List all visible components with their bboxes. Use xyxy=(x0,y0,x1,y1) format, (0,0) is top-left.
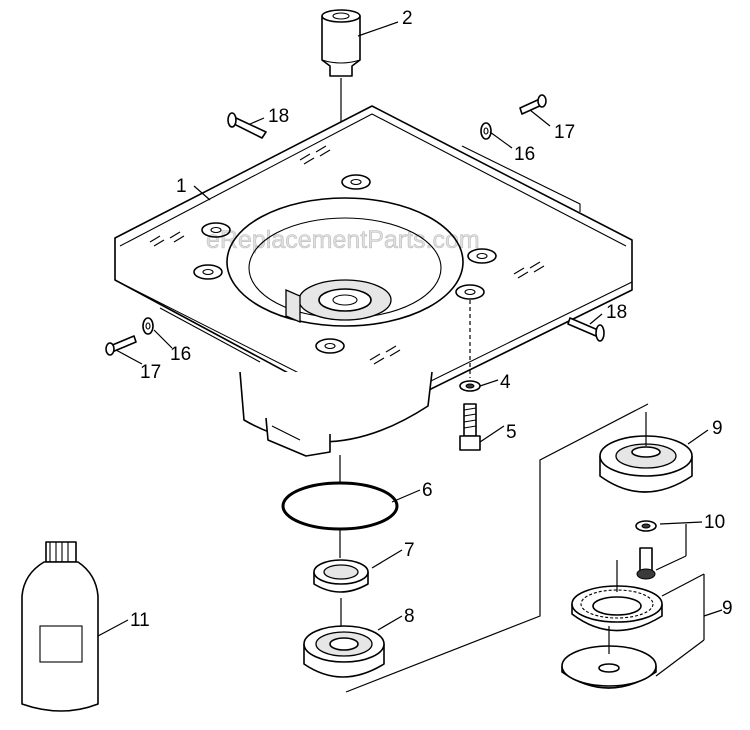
part-11-oil-bottle xyxy=(21,541,99,712)
part-17-screw-left xyxy=(105,335,137,356)
callout-6: 6 xyxy=(422,480,433,501)
callout-2: 2 xyxy=(402,8,413,29)
callout-16-top: 16 xyxy=(514,144,535,165)
callout-18-right: 18 xyxy=(606,302,627,323)
part-9-bearing-set xyxy=(561,560,663,689)
callout-11: 11 xyxy=(130,610,150,631)
callout-4: 4 xyxy=(500,372,511,393)
callout-16-left: 16 xyxy=(170,344,191,365)
part-10-washer xyxy=(635,520,657,532)
callout-17-top: 17 xyxy=(554,122,575,143)
part-8-bearing xyxy=(303,598,385,678)
callout-18-top: 18 xyxy=(268,106,289,127)
part-4-washer xyxy=(459,380,481,392)
callout-10: 10 xyxy=(704,512,725,533)
callout-8: 8 xyxy=(404,606,415,627)
part-7-seal xyxy=(313,559,369,593)
part-17-screw-top xyxy=(519,94,547,115)
part-9-pulley xyxy=(599,412,693,493)
callout-labels: 2 1 18 17 16 18 16 17 4 5 6 7 8 9 10 9 1… xyxy=(130,8,733,631)
part-16-washer-top xyxy=(480,122,492,140)
part-16-washer-left xyxy=(142,317,154,335)
callout-9-top: 9 xyxy=(712,418,723,439)
callout-7: 7 xyxy=(404,540,415,561)
callout-1: 1 xyxy=(176,176,187,197)
callout-9-bottom: 9 xyxy=(722,598,733,619)
watermark-text: eReplacementParts.com xyxy=(206,226,480,254)
leader-lines xyxy=(97,21,723,677)
part-10-screw xyxy=(636,547,656,580)
part-6-o-ring xyxy=(281,455,399,558)
callout-5: 5 xyxy=(506,422,517,443)
part-1-base-plate xyxy=(114,105,633,457)
part-5-bolt xyxy=(459,403,481,451)
callout-17-left: 17 xyxy=(140,362,161,383)
part-18-screw-right xyxy=(567,317,605,342)
part-18-screw-top xyxy=(227,112,267,139)
assembly-bracket xyxy=(345,403,649,693)
